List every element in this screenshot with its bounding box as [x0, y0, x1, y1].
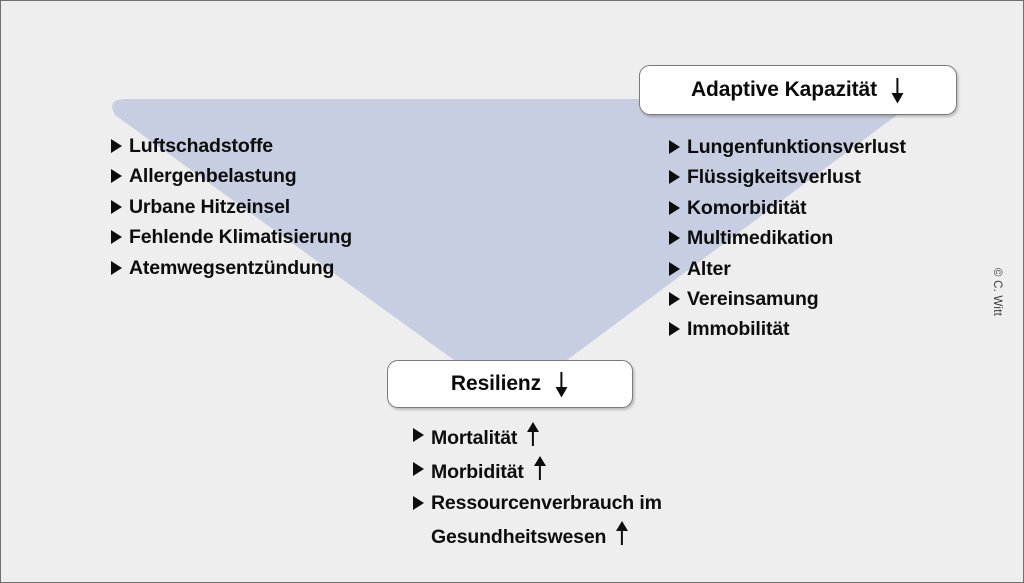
list-item-label: Multimedikation — [687, 227, 834, 250]
resilienz-box: Resilienz — [387, 360, 633, 408]
triangle-bullet-icon — [111, 260, 122, 275]
triangle-bullet-icon — [111, 169, 122, 184]
down-arrow-icon — [554, 372, 569, 398]
up-arrow-icon — [615, 521, 629, 545]
triangle-bullet-icon — [669, 292, 680, 307]
list-item: Luftschadstoffe — [111, 131, 352, 161]
list-item: Vereinsamung — [669, 284, 906, 314]
list-item-label: Lungenfunktionsverlust — [687, 136, 906, 158]
list-item: Multimedikation — [669, 223, 906, 253]
list-item-label: Fehlende Klimatisierung — [129, 226, 353, 249]
triangle-bullet-icon — [669, 170, 680, 185]
triangle-bullet-icon — [669, 322, 680, 337]
triangle-bullet-icon — [111, 139, 122, 153]
list-item-continuation-label: Gesundheitswesen — [431, 526, 607, 548]
list-item-label: Flüssigkeitsverlust — [687, 166, 861, 189]
triangle-bullet-icon — [669, 231, 680, 246]
list-item-label: Atemwegsentzündung — [129, 256, 335, 279]
list-item: Alter — [669, 254, 906, 284]
right-factors-list: Lungenfunktionsverlust Flüssigkeitsverlu… — [669, 132, 906, 345]
list-item-label: Allergenbelastung — [129, 165, 297, 188]
list-item: Lungenfunktionsverlust — [669, 132, 906, 162]
list-item: Komorbidität — [669, 193, 906, 223]
list-item-label-wrap: Gesundheitswesen — [431, 519, 629, 553]
list-item-label: Morbidität — [431, 461, 524, 483]
list-item: Fehlende Klimatisierung — [111, 222, 352, 252]
adaptive-kapazitaet-box: Adaptive Kapazität — [639, 65, 957, 115]
copyright-credit: © C. Witt — [991, 267, 1004, 316]
list-item-continuation: Gesundheitswesen — [413, 519, 662, 553]
resilienz-label: Resilienz — [450, 372, 542, 395]
up-arrow-icon — [533, 456, 547, 480]
down-arrow-icon — [890, 78, 905, 104]
list-item-label-wrap: Morbidität — [431, 454, 547, 488]
left-factors-list: Luftschadstoffe Allergenbelastung Urbane… — [111, 131, 352, 283]
triangle-bullet-icon — [111, 230, 122, 245]
triangle-bullet-icon — [413, 428, 424, 442]
triangle-bullet-icon — [669, 261, 680, 276]
list-item-label: Luftschadstoffe — [129, 135, 274, 157]
list-item: Atemwegsentzündung — [111, 253, 352, 283]
list-item-label: Ressourcenverbrauch im — [431, 492, 662, 514]
triangle-bullet-icon — [413, 496, 424, 510]
list-item: Flüssigkeitsverlust — [669, 162, 906, 192]
triangle-bullet-icon — [111, 199, 122, 214]
list-item: Morbidität — [413, 454, 662, 488]
list-item: Ressourcenverbrauch im — [413, 488, 662, 519]
list-item: Allergenbelastung — [111, 161, 352, 191]
list-item-label: Vereinsamung — [687, 288, 819, 311]
triangle-bullet-icon — [413, 462, 424, 476]
list-item-label: Urbane Hitzeinsel — [129, 195, 291, 218]
list-item-label-wrap: Mortalität — [431, 420, 540, 454]
list-item-label: Mortalität — [431, 427, 518, 449]
list-item-label: Alter — [687, 257, 731, 280]
up-arrow-icon — [526, 422, 540, 446]
adaptive-kapazitaet-label: Adaptive Kapazität — [690, 78, 878, 101]
list-item: Urbane Hitzeinsel — [111, 192, 352, 222]
triangle-bullet-icon — [669, 200, 680, 215]
triangle-bullet-icon — [669, 140, 680, 154]
list-item-label: Immobilität — [687, 318, 790, 341]
list-item: Mortalität — [413, 420, 662, 454]
list-item-label: Komorbidität — [687, 196, 807, 219]
outcomes-list: Mortalität Morbidität — [413, 420, 662, 553]
list-item: Immobilität — [669, 314, 906, 344]
